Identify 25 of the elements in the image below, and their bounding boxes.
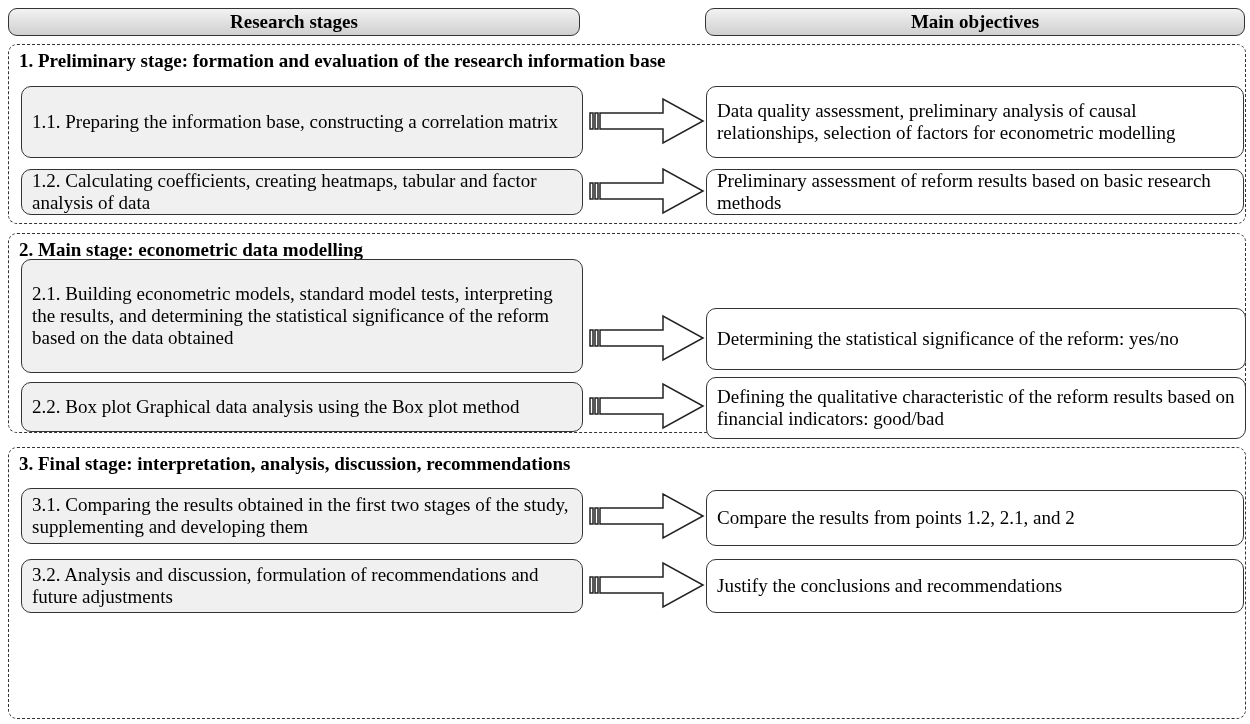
block-arrow [589,561,705,609]
objective-box: Defining the qualitative characteristic of the reform results based on financial indicators: good/bad [706,377,1246,439]
objective-box: Data quality assessment, preliminary analysis of causal relationships, selection of factors for econometric modelling [706,86,1244,158]
objective-box: Determining the statistical significance of the reform: yes/no [706,308,1246,370]
section-heading: 2. Main stage: econometric data modelling [19,239,364,261]
block-arrow [589,492,705,540]
block-arrow [589,382,705,430]
stage-box: 3.2. Analysis and discussion, formulation of recommendations and future adjustments [21,559,583,613]
column-header: Research stages [8,8,580,36]
objective-box: Preliminary assessment of reform results based on basic research methods [706,169,1244,215]
stage-box: 1.1. Preparing the information base, constructing a correlation matrix [21,86,583,158]
block-arrow [589,167,705,215]
stage-box: 2.2. Box plot Graphical data analysis using the Box plot method [21,382,583,432]
stage-box: 2.1. Building econometric models, standard model tests, interpreting the results, and determining the statistical significance of the reform based on the data obtained [21,259,583,373]
block-arrow [589,314,705,362]
section-heading: 3. Final stage: interpretation, analysis, discussion, recommendations [19,453,571,475]
stage-box: 1.2. Calculating coefficients, creating heatmaps, tabular and factor analysis of data [21,169,583,215]
section-heading: 1. Preliminary stage: formation and evaluation of the research information base [19,50,666,72]
dashed-section-frame [8,447,1246,719]
objective-box: Justify the conclusions and recommendations [706,559,1244,613]
stage-box: 3.1. Comparing the results obtained in the first two stages of the study, supplementing and developing them [21,488,583,544]
dashed-section-frame [8,44,1246,224]
column-header: Main objectives [705,8,1245,36]
objective-box: Compare the results from points 1.2, 2.1, and 2 [706,490,1244,546]
block-arrow [589,97,705,145]
